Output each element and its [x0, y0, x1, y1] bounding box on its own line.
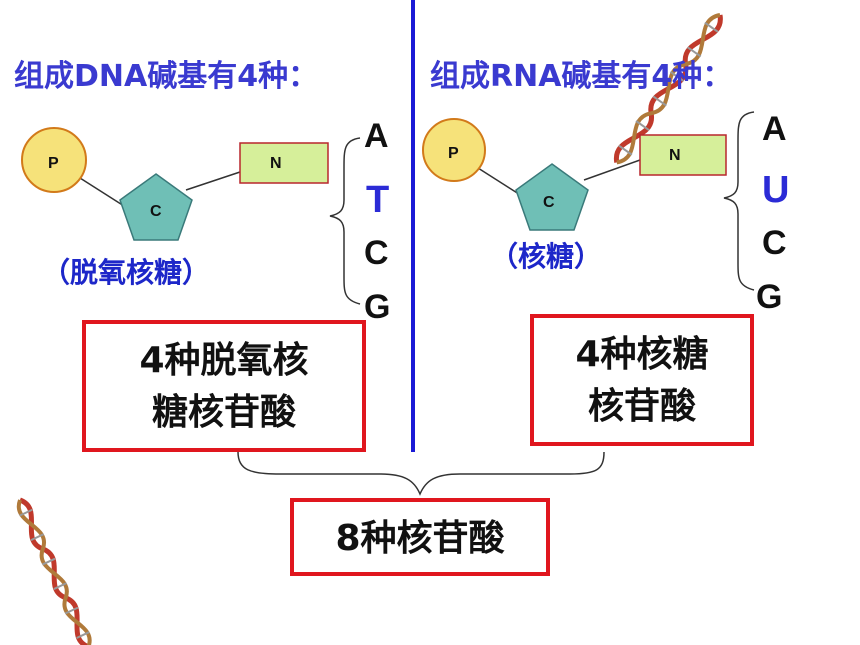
dna-nucleotide: P C N — [21, 127, 329, 241]
rna-heading: 组成RNA碱基有4种： — [430, 59, 732, 94]
dna-base-label: N — [270, 155, 282, 172]
dna-base-box — [239, 142, 329, 184]
rna-base-label: N — [669, 147, 681, 164]
rna-base-c: C — [762, 224, 787, 262]
dna-sugar-label: C — [150, 203, 162, 220]
rna-base-u: U — [762, 169, 789, 211]
dna-bases-brace — [329, 137, 361, 305]
rna-phosphate-label: P — [448, 145, 459, 162]
rna-base-box — [639, 134, 727, 176]
dna-base-g: G — [364, 288, 390, 326]
rna-nucleotide: P C N — [422, 118, 727, 231]
dna-base-t: T — [366, 179, 389, 221]
dna-phosphate-circle — [21, 127, 87, 193]
rna-base-g: G — [756, 278, 782, 316]
total-nucleotides-box — [290, 498, 550, 576]
rna-sugar-pentagon — [515, 163, 589, 231]
rna-base-a: A — [762, 110, 787, 148]
rna-nucleotides-box — [530, 314, 754, 446]
rna-sugar-label: C — [543, 194, 555, 211]
dna-helix-icon — [16, 497, 92, 645]
dna-box-line2: 糖核苷酸 — [152, 392, 296, 433]
rna-sugar-name: （核糖） — [490, 240, 602, 273]
dna-sugar-name: （脱氧核糖） — [42, 256, 210, 289]
rna-box-line2: 核苷酸 — [588, 386, 696, 427]
dna-sugar-pentagon — [119, 173, 193, 241]
dna-base-a: A — [364, 117, 389, 155]
dna-nucleotides-box — [82, 320, 366, 452]
dna-heading: 组成DNA碱基有4种： — [14, 59, 318, 94]
dna-box-line1: 4种脱氧核 — [139, 340, 308, 381]
dna-base-c: C — [364, 234, 389, 272]
total-label: 8种核苷酸 — [335, 518, 504, 559]
merge-brace — [237, 451, 605, 496]
dna-helix-icon — [614, 13, 723, 165]
dna-phosphate-label: P — [48, 155, 59, 172]
rna-bases-brace — [723, 111, 755, 291]
rna-phosphate-circle — [422, 118, 486, 182]
rna-box-line1: 4种核糖 — [575, 334, 708, 375]
